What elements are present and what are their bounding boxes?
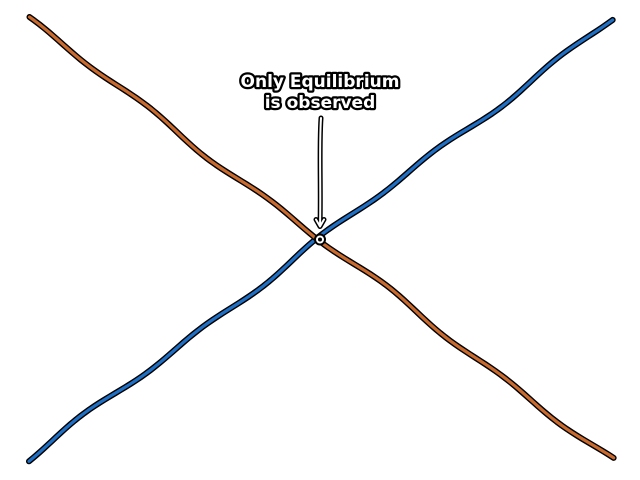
- annotation-line-2: is observed: [265, 93, 376, 113]
- annotation: Only Equilibrium is observed: [238, 70, 402, 246]
- annotation-line-1: Only Equilibrium: [241, 72, 400, 92]
- equilibrium-point-dot: [318, 237, 322, 242]
- annotation-arrow: [315, 117, 325, 228]
